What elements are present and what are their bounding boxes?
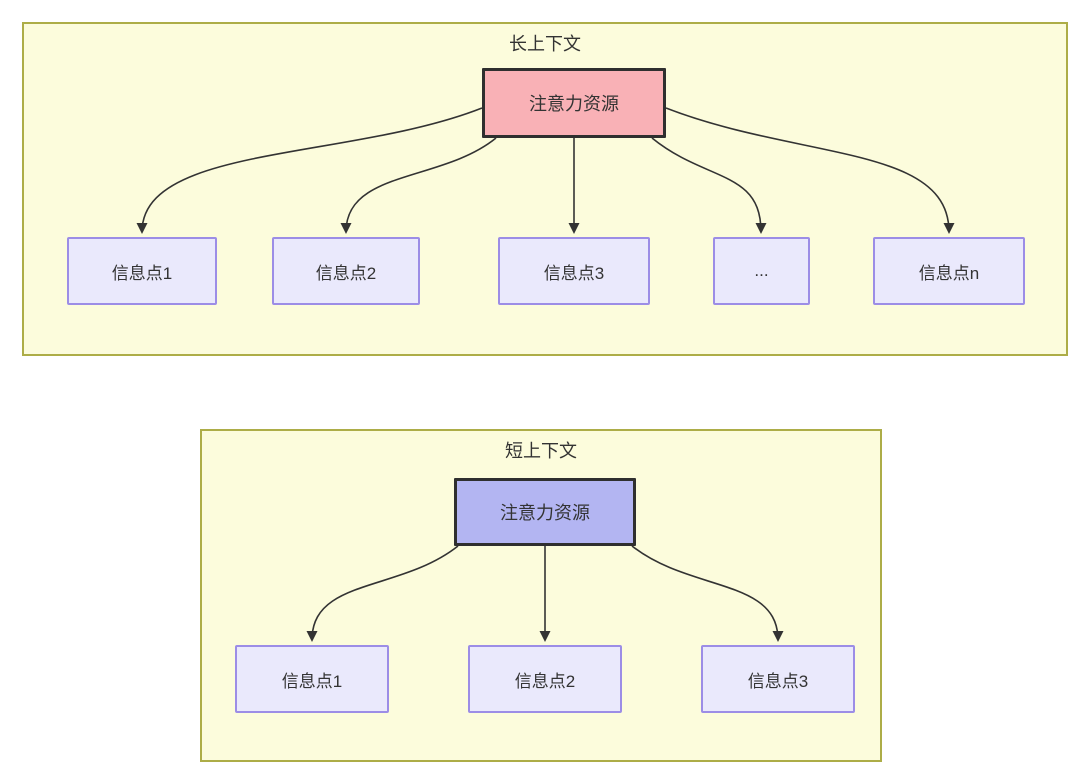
long-info-label-2: 信息点2 [315,263,377,283]
short-info-label-3: 信息点3 [747,671,809,691]
short-info-node-2: 信息点2 [468,645,622,713]
long-info-node-2: 信息点2 [272,237,420,305]
long-info-label-n: 信息点n [918,263,980,283]
long-info-label-3: 信息点3 [543,263,605,283]
long-info-node-1: 信息点1 [67,237,217,305]
short-info-label-1: 信息点1 [281,671,343,691]
long-info-node-ellipsis: ... [713,237,810,305]
long-attention-resource-label: 注意力资源 [529,94,619,114]
long-info-label-ellipsis: ... [754,261,769,280]
long-attention-resource-node: 注意力资源 [482,68,666,138]
long-context-title: 长上下文 [509,34,581,54]
long-info-node-3: 信息点3 [498,237,650,305]
short-attention-resource-node: 注意力资源 [454,478,636,546]
long-info-label-1: 信息点1 [111,263,173,283]
short-context-title: 短上下文 [505,441,577,461]
short-attention-resource-label: 注意力资源 [500,503,590,523]
short-info-node-3: 信息点3 [701,645,855,713]
short-info-label-2: 信息点2 [514,671,576,691]
short-info-node-1: 信息点1 [235,645,389,713]
long-info-node-n: 信息点n [873,237,1025,305]
